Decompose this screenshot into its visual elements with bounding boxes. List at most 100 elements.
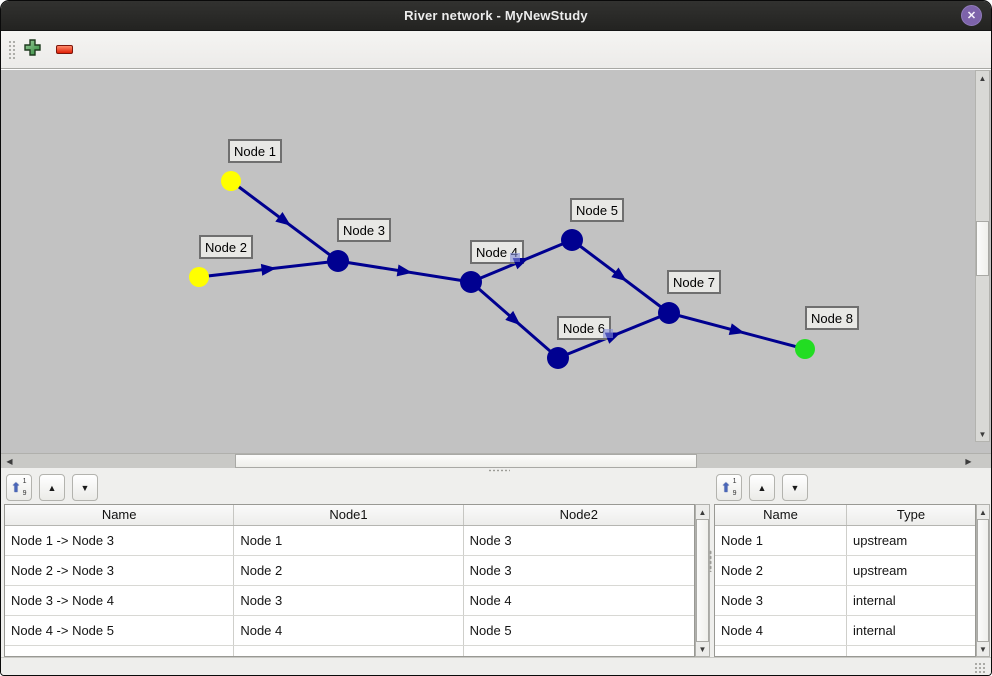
graph-node[interactable]	[460, 271, 482, 293]
table-cell: Node 3 -> Node 4	[5, 586, 235, 615]
scroll-thumb[interactable]	[977, 519, 989, 642]
edge-arrow-icon	[275, 212, 291, 226]
nodes-move-up-button[interactable]: ▲	[749, 474, 775, 501]
table-cell: internal	[853, 623, 896, 638]
links-sort-button[interactable]: ⬆ 1 9	[6, 474, 32, 501]
splitter-handle-icon[interactable]	[488, 469, 510, 472]
table-cell: Node 2	[715, 556, 847, 585]
column-header[interactable]: Name	[715, 505, 847, 525]
node-label-box[interactable]	[570, 198, 624, 222]
table-cell: Node 1 -> Node 3	[5, 526, 235, 555]
graph-node[interactable]	[561, 229, 583, 251]
table-cell: Node 3	[715, 586, 847, 615]
table-cell: Node 1	[234, 526, 464, 555]
graph-node[interactable]	[221, 171, 241, 191]
edge-arrow-icon	[260, 263, 277, 276]
edge-arrow-icon	[611, 267, 627, 282]
edge-arrow-icon	[396, 264, 413, 277]
empty-row	[715, 646, 975, 656]
table-row[interactable]: Node 2 upstream	[715, 556, 975, 586]
horizontal-scroll-thumb[interactable]	[235, 454, 697, 468]
node-label-box[interactable]	[557, 316, 611, 340]
column-header[interactable]: Node2	[559, 507, 598, 522]
down-arrow-icon: ▼	[80, 482, 90, 493]
graph-node[interactable]	[795, 339, 815, 359]
node-label: Node 7	[673, 275, 715, 290]
resize-grip-icon[interactable]	[974, 662, 987, 673]
table-cell	[847, 646, 975, 656]
table-cell: Node 4 -> Node 5	[5, 616, 235, 645]
table-cell: Node 3	[234, 586, 464, 615]
links-move-down-button[interactable]: ▼	[72, 474, 98, 501]
table-cell	[234, 646, 464, 656]
empty-row	[5, 646, 694, 656]
table-splitter-handle-icon[interactable]	[709, 550, 712, 572]
graph-node[interactable]	[658, 302, 680, 324]
nodes-table-scrollbar[interactable]: ▲ ▼	[976, 504, 990, 657]
node-label-box[interactable]	[228, 139, 282, 163]
minus-icon	[55, 44, 73, 54]
scroll-down-icon[interactable]: ▼	[978, 429, 987, 439]
down-arrow-icon: ▼	[790, 482, 800, 493]
table-cell: Node 2 -> Node 3	[5, 556, 235, 585]
table-cell: Node 4	[469, 593, 512, 608]
scroll-left-icon[interactable]: ◀	[6, 456, 13, 466]
scroll-thumb[interactable]	[696, 519, 709, 642]
graph-node[interactable]	[189, 267, 209, 287]
node-label: Node 6	[563, 321, 605, 336]
scroll-down-icon[interactable]: ▼	[698, 644, 707, 654]
table-cell: upstream	[853, 563, 908, 578]
scroll-down-icon[interactable]: ▼	[979, 644, 987, 654]
node-label-box[interactable]	[667, 270, 721, 294]
table-cell: Node 4	[715, 616, 847, 645]
scroll-up-icon[interactable]: ▲	[978, 73, 987, 83]
canvas-horizontal-scrollbar[interactable]: ◀ ▶	[1, 453, 991, 468]
nodes-sort-button[interactable]: ⬆ 1 9	[716, 474, 742, 501]
node-label-box[interactable]	[337, 218, 391, 242]
table-cell	[715, 646, 847, 656]
nodes-move-down-button[interactable]: ▼	[782, 474, 808, 501]
scroll-up-icon[interactable]: ▲	[979, 507, 987, 517]
table-cell: Node 1	[715, 526, 847, 555]
add-node-button[interactable]	[19, 36, 45, 62]
remove-node-button[interactable]	[51, 36, 77, 62]
links-table-scrollbar[interactable]: ▲ ▼	[695, 504, 710, 657]
links-move-up-button[interactable]: ▲	[39, 474, 65, 501]
window-title: River network - MyNewStudy	[404, 8, 588, 23]
node-label-box[interactable]	[805, 306, 859, 330]
node-label: Node 8	[811, 311, 853, 326]
vertical-scroll-thumb[interactable]	[976, 221, 989, 276]
close-button[interactable]: ✕	[961, 5, 982, 26]
table-row[interactable]: Node 4 internal	[715, 616, 975, 646]
node-label-box[interactable]	[199, 235, 253, 259]
graph-node[interactable]	[547, 347, 569, 369]
toolbar-drag-handle-icon[interactable]	[8, 40, 15, 61]
graph-node[interactable]	[327, 250, 349, 272]
column-header[interactable]: Name	[5, 505, 235, 525]
column-header[interactable]: Node1	[234, 505, 464, 525]
status-bar	[1, 657, 991, 675]
scroll-right-icon[interactable]: ▶	[965, 456, 972, 466]
edge-arrow-icon	[505, 310, 521, 326]
table-cell: Node 2	[234, 556, 464, 585]
node-label: Node 3	[343, 223, 385, 238]
node-label: Node 2	[205, 240, 247, 255]
scroll-up-icon[interactable]: ▲	[698, 507, 707, 517]
table-cell: Node 3	[469, 533, 512, 548]
canvas-vertical-scrollbar[interactable]: ▲ ▼	[975, 70, 990, 442]
sort-ascending-icon: ⬆ 1 9	[10, 478, 27, 497]
main-toolbar	[1, 31, 991, 69]
column-header[interactable]: Type	[896, 507, 926, 522]
node-label: Node 4	[476, 245, 518, 260]
